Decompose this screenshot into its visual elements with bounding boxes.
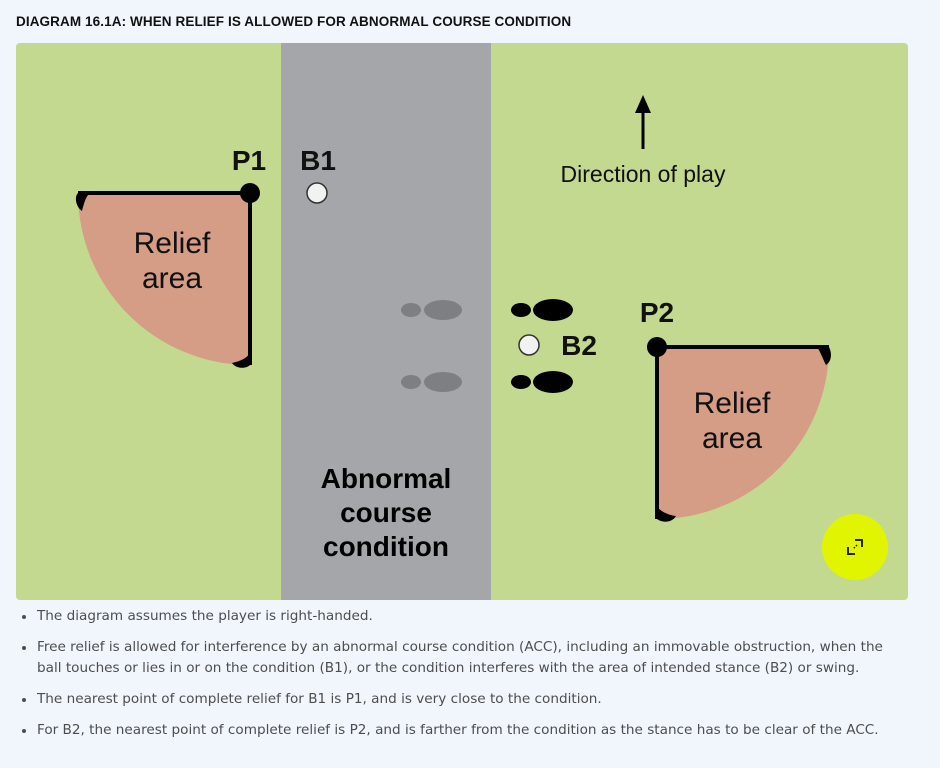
label-b2: B2 (561, 330, 597, 361)
direction-arrow-icon (635, 95, 651, 113)
relief-right-line-2: area (702, 422, 762, 455)
abnormal-course-condition-area (281, 43, 491, 600)
acc-label-line-1: Abnormal (321, 463, 452, 494)
label-b1: B1 (300, 145, 336, 176)
relief-left-line-2: area (142, 262, 202, 295)
expand-icon (847, 539, 863, 555)
note-item: The diagram assumes the player is right-… (18, 606, 908, 627)
relief-area-left (78, 193, 250, 365)
ball-b1 (306, 182, 328, 204)
expand-button[interactable] (822, 514, 888, 580)
relief-left-line-1: Relief (134, 227, 211, 260)
point-p1 (240, 183, 260, 203)
diagram-title: DIAGRAM 16.1A: WHEN RELIEF IS ALLOWED FO… (16, 14, 572, 29)
grey-footprint-bottom (424, 372, 462, 392)
ball-b2 (518, 334, 540, 356)
right-arc-end-bottom (657, 507, 676, 522)
note-item: For B2, the nearest point of complete re… (18, 720, 908, 741)
black-footprints (511, 299, 573, 393)
note-item: Free relief is allowed for interference … (18, 637, 908, 679)
relief-area-right (657, 347, 829, 519)
note-item: The nearest point of complete relief for… (18, 689, 908, 710)
point-p2 (647, 337, 667, 357)
label-p1: P1 (232, 145, 266, 176)
direction-label: Direction of play (561, 161, 726, 187)
grey-footprints (401, 300, 462, 392)
black-footprint-top (533, 299, 573, 321)
black-footprint-bottom (533, 371, 573, 393)
grey-footprint-bottom-heel (401, 375, 421, 389)
black-footprint-bottom-heel (511, 375, 531, 389)
right-arc-end-top (817, 347, 831, 365)
left-arc-end-bottom (232, 353, 250, 368)
relief-right-line-1: Relief (694, 387, 771, 420)
left-arc-end-top (75, 193, 90, 211)
acc-label-line-2: course (340, 497, 432, 528)
black-footprint-top-heel (511, 303, 531, 317)
grey-footprint-top (424, 300, 462, 320)
notes-list: The diagram assumes the player is right-… (18, 606, 908, 751)
grey-footprint-top-heel (401, 303, 421, 317)
label-p2: P2 (640, 297, 674, 328)
diagram-canvas: Relief area P1 B1 B2 Direction of play (16, 43, 908, 600)
acc-label-line-3: condition (323, 531, 449, 562)
relief-diagram: Relief area P1 B1 B2 Direction of play (16, 43, 908, 600)
